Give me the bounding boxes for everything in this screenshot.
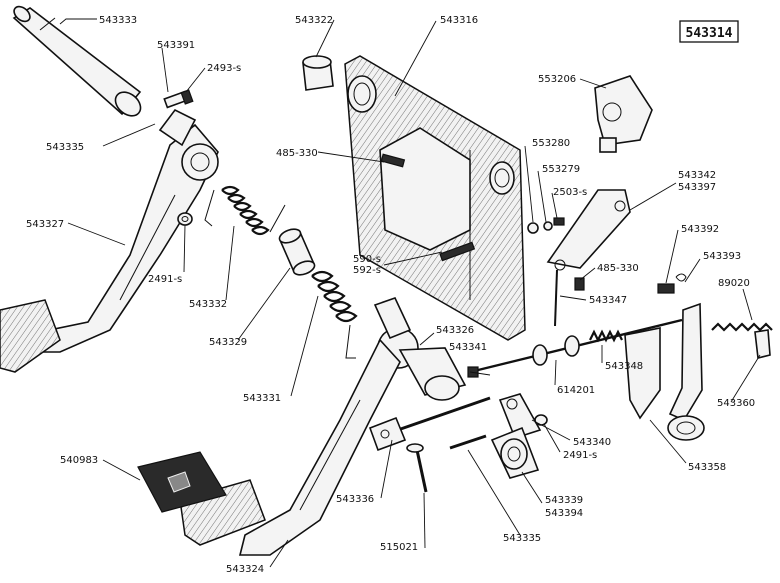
callout-543347: 543347: [589, 295, 627, 306]
callout-543397: 543397: [678, 182, 716, 193]
pedal-shaft: [12, 5, 142, 117]
callout-2493-s: 2493-s: [207, 63, 241, 74]
yoke-543340: [498, 393, 542, 439]
lever-543358: [624, 302, 705, 441]
block-543339: [490, 426, 540, 479]
callout-543327: 543327: [26, 219, 64, 230]
callout-592-s: 592-s: [353, 265, 381, 276]
pedal-bracket: [344, 55, 526, 341]
callout-2491-s-right: 2491-s: [563, 450, 597, 461]
callout-543332: 543332: [189, 299, 227, 310]
washer-2491s-right: [534, 414, 548, 426]
callout-543336: 543336: [336, 494, 374, 505]
callout-543322: 543322: [295, 15, 333, 26]
callout-515021: 515021: [380, 542, 418, 553]
pedal-rubber-540983: [137, 451, 227, 513]
callout-89020: 89020: [718, 278, 750, 289]
washer-2491s-left: [177, 212, 193, 226]
clutch-pedal-arm: [28, 108, 219, 353]
sheet-number: 543314: [686, 26, 733, 41]
sheet-number-box: 543314: [679, 20, 739, 43]
bolt-2493s: [163, 89, 194, 109]
callout-543324: 543324: [226, 564, 264, 575]
tension-spring-89020: [711, 322, 773, 332]
callout-543335-upper: 543335: [46, 142, 84, 153]
callout-485-330-bracket: 485-330: [276, 148, 318, 159]
bush-543329: [278, 228, 316, 276]
callout-543358: 543358: [688, 462, 726, 473]
brake-pedal-arm: [238, 297, 467, 556]
callout-553279: 553279: [542, 164, 580, 175]
screw-485-330-right: [574, 277, 585, 291]
callout-2491-s-left: 2491-s: [148, 274, 182, 285]
rod-543347: [554, 269, 558, 327]
return-spring-543331: [311, 270, 358, 359]
clevis-rod-543336: [368, 396, 491, 452]
callout-485-330-right: 485-330: [597, 263, 639, 274]
callout-543341: 543341: [449, 342, 487, 353]
callout-labels: 543333 543391 2493-s 543335 543327 2491-…: [26, 15, 755, 575]
leader-lines: [59, 18, 761, 568]
callout-543335-lower: 543335: [503, 533, 541, 544]
callout-614201: 614201: [557, 385, 595, 396]
clip-553280: [527, 217, 565, 234]
callout-543316: 543316: [440, 15, 478, 26]
callout-543360: 543360: [717, 398, 755, 409]
callout-543394: 543394: [545, 508, 583, 519]
callout-543339: 543339: [545, 495, 583, 506]
callout-543340: 543340: [573, 437, 611, 448]
pin-515021: [406, 443, 428, 493]
screw-485-330-bracket: [380, 153, 406, 168]
callout-543342: 543342: [678, 170, 716, 181]
callout-543392: 543392: [681, 224, 719, 235]
callout-543393: 543393: [703, 251, 741, 262]
callout-543391: 543391: [157, 40, 195, 51]
callout-543333: 543333: [99, 15, 137, 26]
callout-543326: 543326: [436, 325, 474, 336]
lever-bracket-543342: [546, 189, 631, 271]
callout-553280: 553280: [532, 138, 570, 149]
callout-2503-s: 2503-s: [553, 187, 587, 198]
bolt-590s: [439, 241, 476, 262]
clip-543360: [754, 329, 771, 359]
return-spring-543332: [204, 185, 286, 236]
callout-553206: 553206: [538, 74, 576, 85]
callout-543348: 543348: [605, 361, 643, 372]
callout-590-s: 590-s: [353, 254, 381, 265]
pin-543335-lower: [449, 434, 487, 450]
callout-543331: 543331: [243, 393, 281, 404]
callout-543329: 543329: [209, 337, 247, 348]
callout-540983: 540983: [60, 455, 98, 466]
bush-543322: [302, 55, 334, 91]
cap-553206: [594, 75, 653, 153]
bolt-543392: [657, 273, 687, 294]
clutch-footpad: [0, 299, 61, 373]
